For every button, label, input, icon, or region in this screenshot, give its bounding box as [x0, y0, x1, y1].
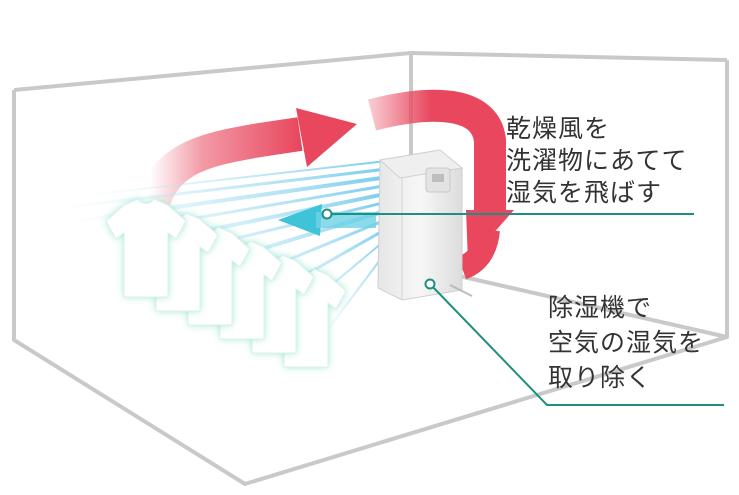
dehumidifier: [377, 149, 473, 301]
callout-drying-air: 乾燥風を 洗濯物にあてて 湿気を飛ばす: [506, 113, 688, 209]
callout-dehumid-line-2: 空気の湿気を: [548, 328, 705, 357]
shirt-icon: [105, 198, 187, 298]
airflow-arrow-right: [367, 89, 514, 280]
callout-dehumid-line-3: 取り除く: [548, 363, 653, 392]
callout-drying-line-2: 洗濯物にあてて: [506, 146, 688, 175]
leader-line-dehumidifier: [429, 283, 724, 406]
callout-drying-line-3: 湿気を飛ばす: [506, 178, 663, 207]
callout-dehumid-line-1: 除湿機で: [548, 293, 653, 322]
leader-lines: [321, 208, 724, 406]
airflow-arrow-left: [133, 108, 357, 219]
callout-drying-line-1: 乾燥風を: [506, 114, 611, 143]
shirts-group: [105, 198, 347, 368]
callout-dehumidifier: 除湿機で 空気の湿気を 取り除く: [548, 290, 704, 395]
